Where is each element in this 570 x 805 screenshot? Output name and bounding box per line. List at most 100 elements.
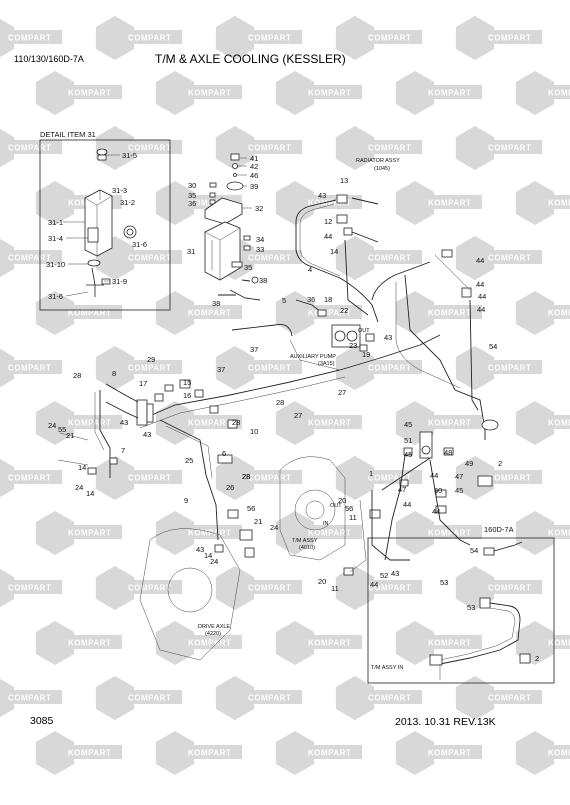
page-number: 3085 <box>30 715 54 727</box>
watermark-band <box>120 470 182 484</box>
watermark-text: KOMPART <box>428 529 471 538</box>
callout: 2 <box>498 459 502 468</box>
watermark-text: KOMPART <box>548 89 570 98</box>
watermark-band <box>420 305 482 319</box>
watermark-band <box>240 580 302 594</box>
watermark-text: COMPART <box>8 474 51 483</box>
watermark-badge <box>95 566 135 610</box>
watermark-text: KOMPART <box>548 419 570 428</box>
watermark-text: COMPART <box>8 144 51 153</box>
callout: 20 <box>338 496 346 505</box>
watermark-band <box>0 580 62 594</box>
watermark-text: COMPART <box>8 364 51 373</box>
watermark-band <box>60 745 122 759</box>
watermark-badge <box>395 181 435 225</box>
callout: 24 <box>210 557 218 566</box>
callout: 18 <box>324 295 332 304</box>
port-out-1: OUT <box>358 328 370 334</box>
watermark-badge <box>95 16 135 60</box>
watermark-band <box>480 690 542 704</box>
callout: 56 <box>247 504 255 513</box>
callout: 45 <box>455 486 463 495</box>
watermark-band <box>360 580 422 594</box>
callout: 38 <box>259 276 267 285</box>
watermark-text: KOMPART <box>68 749 111 758</box>
watermark-badge <box>35 511 75 555</box>
watermark-badge <box>275 621 315 665</box>
watermark-badge <box>275 291 315 335</box>
watermark-band <box>300 415 362 429</box>
watermark-badge <box>515 401 555 445</box>
callout: 43 <box>391 569 399 578</box>
watermark-badge <box>455 676 495 720</box>
watermark-band <box>60 415 122 429</box>
watermark-badge <box>155 181 195 225</box>
callout: 8 <box>112 369 116 378</box>
watermark-band <box>540 525 570 539</box>
callout: 34 <box>256 235 264 244</box>
watermark-band <box>60 635 122 649</box>
watermark-badge <box>515 181 555 225</box>
right-callouts: 44 54 44 44 44 45 51 48 49 47 2 45 1 20 … <box>48 256 502 593</box>
callout: 28 <box>232 418 240 427</box>
watermark-text: COMPART <box>488 34 531 43</box>
watermark-band <box>300 635 362 649</box>
callout: 55 <box>58 425 66 434</box>
callout: 19 <box>362 350 370 359</box>
watermark-text: COMPART <box>128 364 171 373</box>
callout: 51 <box>404 436 412 445</box>
watermark-badge <box>35 731 75 775</box>
watermark-band <box>0 140 62 154</box>
watermark-band <box>120 580 182 594</box>
callout: 44 <box>476 256 484 265</box>
callout: 32 <box>255 204 263 213</box>
watermark-text: KOMPART <box>188 749 231 758</box>
callout: 44 <box>432 507 440 516</box>
watermark-badge <box>515 71 555 115</box>
watermark-band <box>360 690 422 704</box>
callout: 36 <box>307 295 315 304</box>
watermark-badge <box>335 126 375 170</box>
watermark-text: KOMPART <box>68 529 111 538</box>
watermark-badge <box>395 621 435 665</box>
callout: 31-9 <box>112 277 127 286</box>
watermark-badge <box>395 71 435 115</box>
watermark-badge <box>335 566 375 610</box>
watermark-band <box>420 745 482 759</box>
callout: 44 <box>324 232 332 241</box>
callout: 14 <box>330 247 338 256</box>
watermark-badge <box>95 346 135 390</box>
watermark-badge <box>35 181 75 225</box>
watermark-badge <box>275 71 315 115</box>
callout: 13 <box>340 176 348 185</box>
watermark-text: COMPART <box>368 694 411 703</box>
callout: 30 <box>188 181 196 190</box>
callout: 11 <box>331 584 339 593</box>
watermark-band <box>420 635 482 649</box>
callout: 14 <box>204 551 212 560</box>
hose-network <box>139 194 486 440</box>
watermark-text: KOMPART <box>188 639 231 648</box>
callout: 14 <box>78 463 86 472</box>
watermark-badge <box>335 16 375 60</box>
callout: 50 <box>434 486 442 495</box>
watermark-text: COMPART <box>128 694 171 703</box>
callout: 24 <box>75 483 83 492</box>
callout: 31-5 <box>122 151 137 160</box>
axle-label: DRIVE AXLE <box>198 624 230 630</box>
tm-fittings <box>139 419 499 661</box>
watermark-band <box>120 140 182 154</box>
port-in-1: IN <box>323 521 329 527</box>
callout: 43 <box>120 418 128 427</box>
watermark-badge <box>35 621 75 665</box>
watermark-badge <box>155 511 195 555</box>
watermark-band <box>60 525 122 539</box>
watermark-text: KOMPART <box>428 89 471 98</box>
left-callouts: 29 28 8 17 15 16 43 27 27 28 28 10 43 <box>73 355 346 439</box>
callout: 24 <box>48 421 56 430</box>
callout: 5 <box>282 296 286 305</box>
watermark-text: KOMPART <box>548 199 570 208</box>
watermark-band <box>60 305 122 319</box>
callout: 31-4 <box>48 234 63 243</box>
